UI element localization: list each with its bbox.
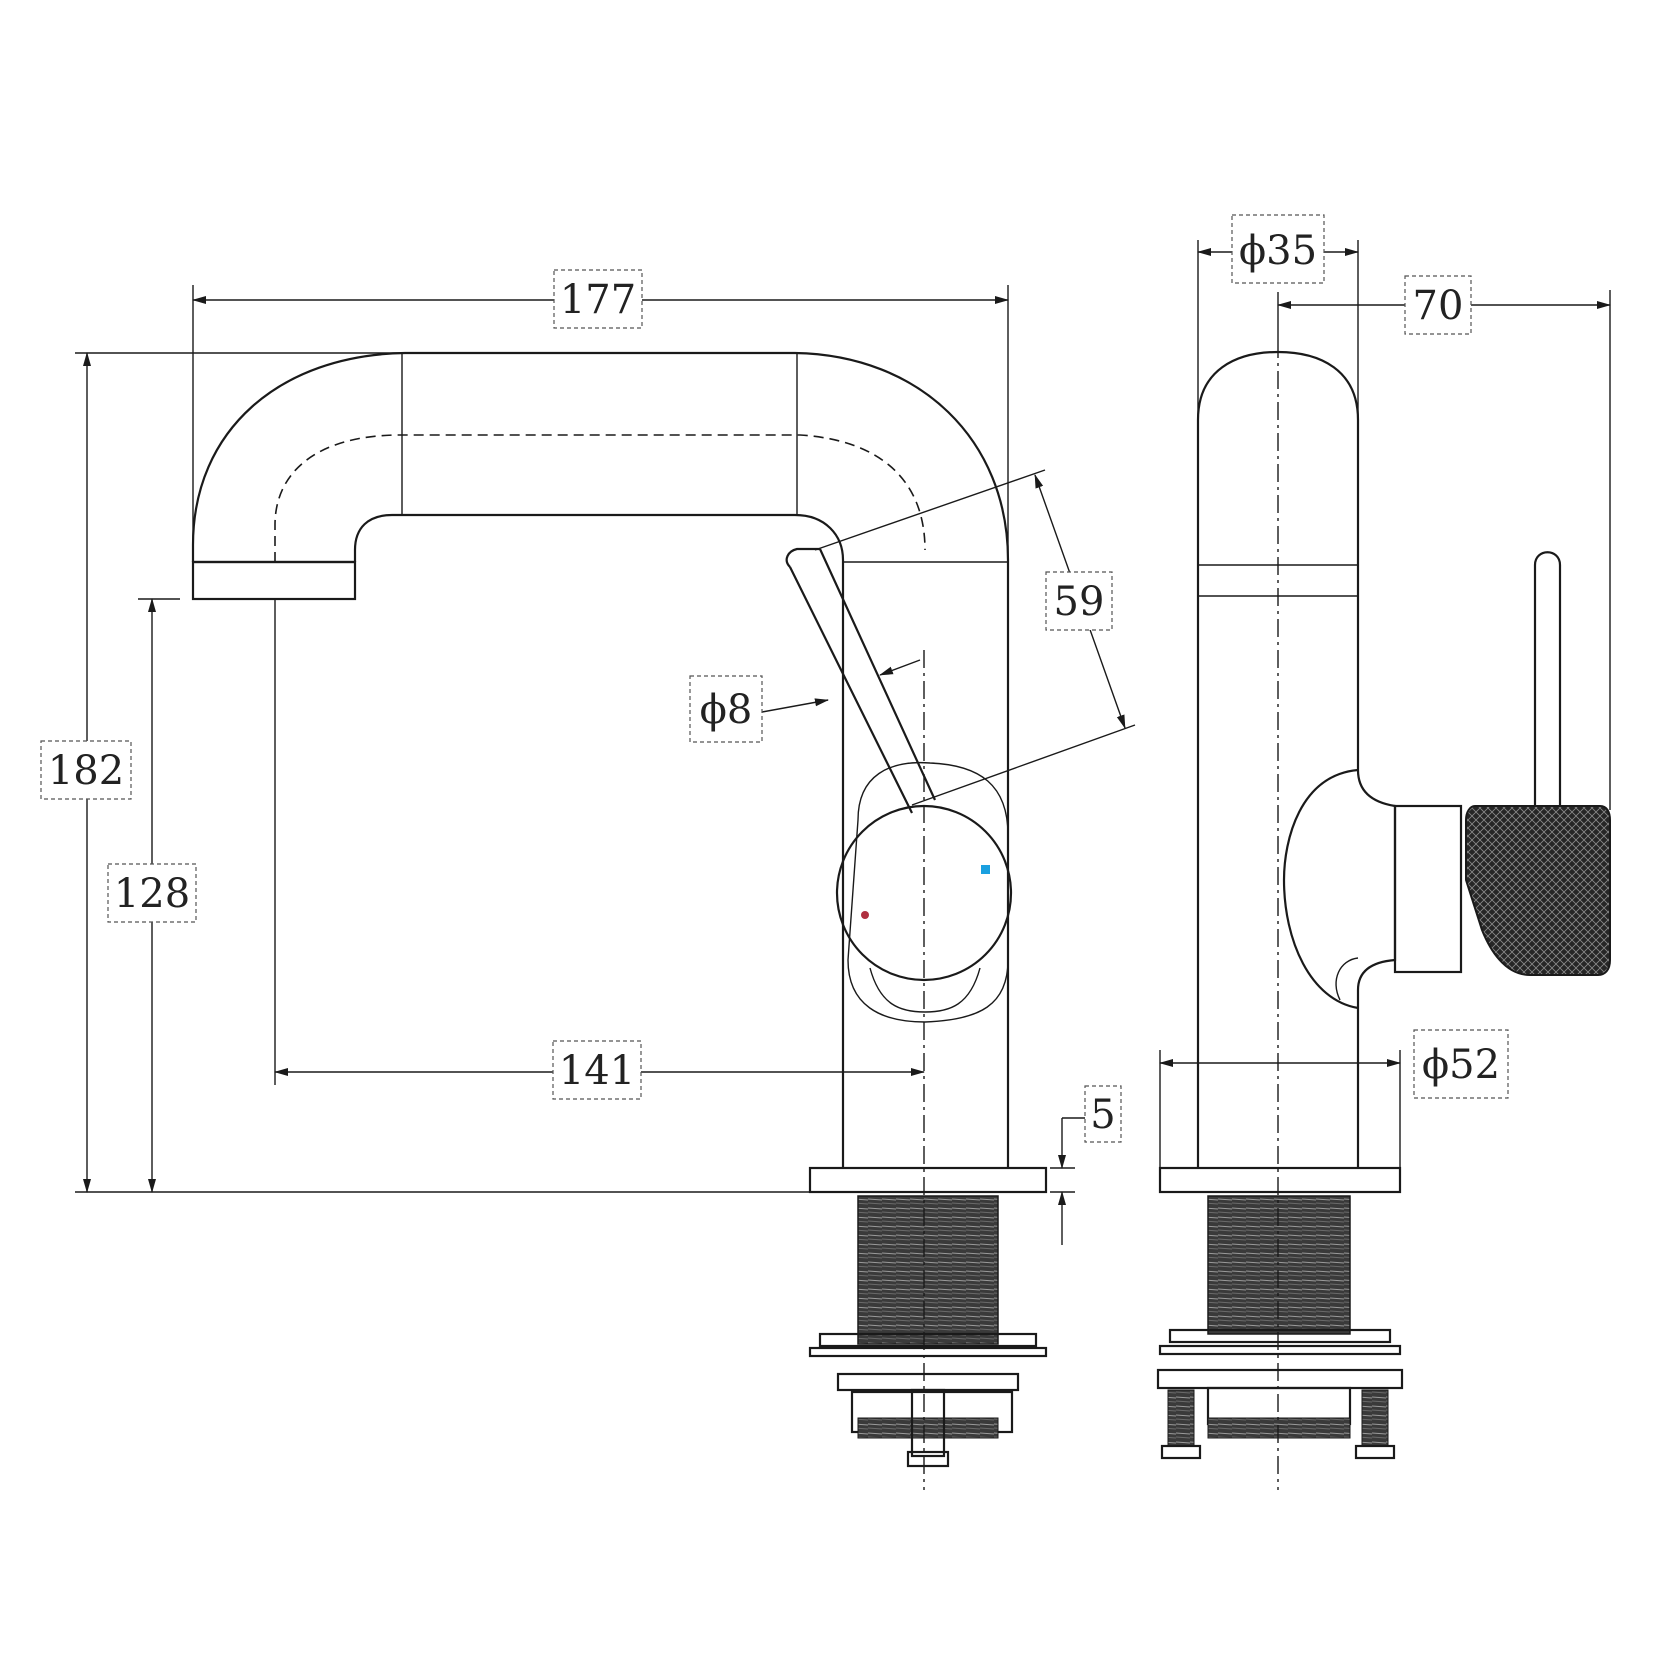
threaded-shank-front <box>857 1195 999 1345</box>
base-plate-side <box>1158 1166 1402 1194</box>
dim-phi8-leader-left <box>761 698 829 713</box>
stud-nut-left-side <box>1160 1444 1202 1460</box>
side-view <box>1156 340 1611 1490</box>
side-body-outline <box>1196 350 1397 1168</box>
label-182-box <box>40 740 132 800</box>
stud-front <box>910 1388 946 1458</box>
washer-side-lower <box>1158 1344 1402 1356</box>
label-phi52-box <box>1413 1029 1509 1099</box>
handle-shadow-curve <box>869 967 981 1013</box>
label-59: 59 <box>1054 579 1105 625</box>
stud-right-side <box>1361 1389 1389 1447</box>
threaded-shank-side <box>1207 1195 1351 1335</box>
handle-boss <box>847 761 1009 1023</box>
base-plate-front <box>808 1166 1048 1194</box>
side-handle-boss <box>1282 768 1359 1010</box>
stud-left-side <box>1167 1389 1195 1447</box>
label-5-box <box>1084 1085 1122 1143</box>
dim-59-ext-bottom <box>911 724 1136 806</box>
label-phi35-box <box>1231 214 1325 284</box>
hot-indicator-icon <box>861 911 869 919</box>
label-70-box <box>1404 275 1472 335</box>
label-59-box <box>1045 571 1113 631</box>
spout-inner-outline <box>353 513 845 1168</box>
stud-nut-front <box>906 1450 950 1468</box>
label-177: 177 <box>560 277 636 323</box>
side-boss-shadow <box>1335 957 1359 1001</box>
washer-front <box>818 1332 1038 1348</box>
lever <box>785 547 937 814</box>
label-141: 141 <box>559 1048 635 1094</box>
label-5: 5 <box>1090 1092 1115 1138</box>
label-phi35: ϕ35 <box>1239 228 1317 274</box>
side-lever <box>1533 551 1562 806</box>
shank-end-side <box>1207 1417 1351 1439</box>
dim-59-ext-top <box>814 469 1046 551</box>
spout-bore-hidden <box>274 434 926 562</box>
washer-side <box>1168 1328 1392 1344</box>
label-128: 128 <box>114 871 190 917</box>
aerator-outlet <box>191 560 357 601</box>
front-view <box>191 351 1048 1490</box>
label-128-box <box>107 863 197 923</box>
nut-plate-side <box>1156 1368 1404 1390</box>
label-phi8: ϕ8 <box>700 687 753 733</box>
label-phi52: ϕ52 <box>1422 1042 1500 1088</box>
label-182: 182 <box>48 748 124 794</box>
side-handle-collar <box>1393 804 1463 974</box>
dim-phi8-leader-right <box>879 659 921 676</box>
label-70: 70 <box>1413 283 1464 329</box>
label-phi8-box <box>689 675 763 743</box>
cold-indicator-icon <box>981 865 990 874</box>
side-knurled-knob <box>1465 805 1611 976</box>
spout-outer-outline <box>191 351 1010 1168</box>
label-141-box <box>552 1040 642 1100</box>
washer-front-lower <box>808 1346 1048 1358</box>
shank-end-front <box>857 1417 999 1439</box>
dimension-labels: 177 182 128 141 59 ϕ8 5 ϕ35 70 ϕ52 <box>40 214 1509 1143</box>
stud-nut-right-side <box>1354 1444 1396 1460</box>
nut-plate-front <box>836 1372 1020 1392</box>
label-177-box <box>553 269 643 329</box>
